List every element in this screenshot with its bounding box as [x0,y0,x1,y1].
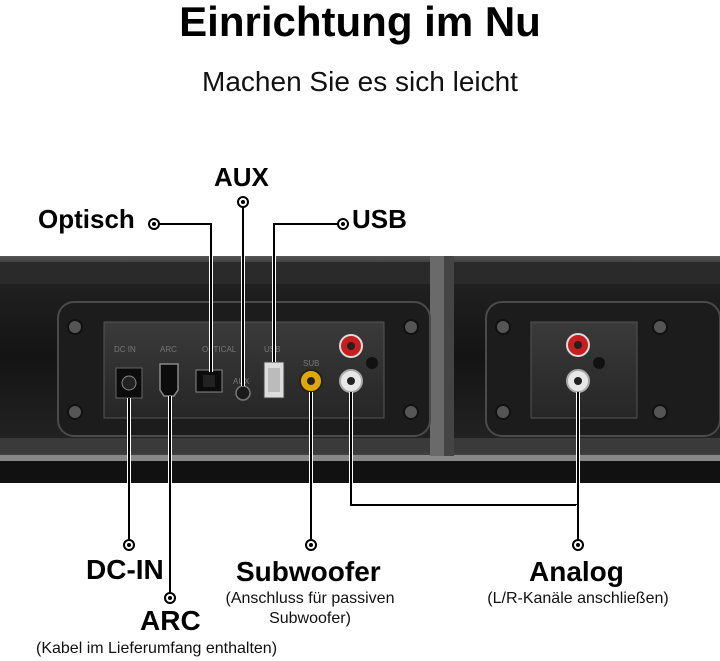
callout-optical: Optisch [38,204,135,234]
callout-subwoofer: Subwoofer [236,556,381,587]
page-title: Einrichtung im Nu [179,0,541,45]
callout-usb: USB [352,204,407,234]
callout-subwoofer-note-2: Subwoofer) [269,610,351,627]
panel-screw-hole [366,357,378,369]
callout-arc: ARC [140,605,201,636]
callout-analog-note: (L/R-Kanäle anschließen) [487,590,669,607]
callout-analog: Analog [529,556,624,587]
aux-port[interactable] [235,385,251,401]
panel-label-dc-in: DC IN [114,345,136,354]
arc-hdmi-port[interactable] [159,363,179,397]
panel-screw-hole [593,357,605,369]
panel-label-sub: SUB [303,359,319,368]
page-subtitle: Machen Sie es sich leicht [202,66,518,97]
rca-white-port-right[interactable] [566,369,590,393]
usb-port[interactable] [263,361,285,399]
connector-panel-right [485,301,720,437]
rca-red-port-left[interactable] [339,334,363,358]
dc-in-port[interactable] [115,367,143,399]
leader-dots [123,196,584,604]
optical-port[interactable] [195,369,223,393]
leader-lines [127,202,580,598]
rca-red-port-right[interactable] [566,333,590,357]
panel-label-arc: ARC [160,345,177,354]
callout-arc-note: (Kabel im Lieferumfang enthalten) [36,640,278,657]
subwoofer-rca-port[interactable] [299,369,323,393]
rca-white-port-left[interactable] [339,369,363,393]
callout-aux: AUX [214,162,269,192]
panel-label-optical: OPTICAL [202,345,237,354]
callout-dc-in: DC-IN [86,554,164,585]
callout-subwoofer-note-1: (Anschluss für passiven [225,590,395,607]
